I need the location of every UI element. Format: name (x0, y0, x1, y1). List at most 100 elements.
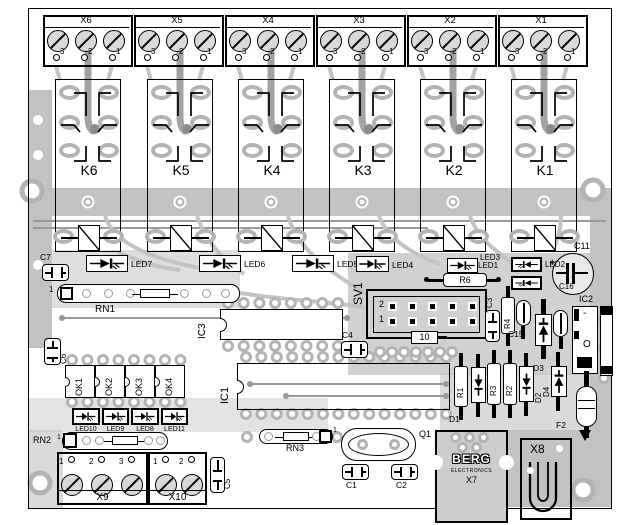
c16-lead (556, 272, 566, 274)
solder-pad (145, 229, 166, 244)
terminal-block-header: X5 (134, 15, 220, 28)
screw-terminal (320, 30, 342, 52)
edge-component (600, 306, 613, 376)
opto-ok2 (95, 365, 125, 398)
pin-number: 1 (298, 47, 303, 56)
pin-hole (536, 54, 543, 61)
pin-hole (445, 54, 452, 61)
rn1-pad (82, 289, 91, 298)
diode-d4 (551, 366, 567, 397)
led-symbol (199, 255, 241, 272)
pin-hole (235, 54, 242, 61)
label-divider (57, 490, 148, 491)
screw-terminal (194, 30, 216, 52)
sv1-pin (470, 304, 475, 309)
rn2-pin1-mark (63, 433, 77, 448)
terminal-block-x9 (57, 452, 148, 505)
solder-pad (515, 143, 536, 158)
sv1-inner-frame (373, 296, 480, 333)
solder-pad (424, 143, 445, 158)
d2-lead (524, 402, 528, 416)
screw-terminal (502, 30, 524, 52)
r6-lead (487, 279, 498, 282)
opto-ok1 (65, 365, 95, 398)
capacitor-c1 (342, 464, 369, 480)
pin-hole (188, 456, 195, 463)
diode-lead (541, 299, 546, 315)
resistor-r1 (454, 366, 468, 407)
cap-label-c6: C6 (59, 353, 68, 364)
terminal-block-x3 (316, 15, 406, 67)
pin-number: 2 (543, 47, 548, 56)
rn1-pad (221, 289, 230, 298)
pin-number: 1 (389, 47, 394, 56)
diode-mid (535, 314, 552, 346)
sv1-pin (430, 319, 435, 324)
ic-ic1 (237, 363, 450, 410)
pin-number: 1 (571, 47, 576, 56)
diode-mark (579, 430, 591, 441)
pin-hole (53, 54, 60, 61)
capacitor-c3 (485, 310, 500, 342)
pin-number: 2 (361, 47, 366, 56)
solder-pad (468, 229, 489, 244)
pin-number: 3 (242, 47, 247, 56)
terminal-block-header: X4 (225, 15, 311, 28)
led-label: LED8 (136, 426, 154, 433)
screw-terminal (530, 30, 552, 52)
solder-pad (509, 229, 530, 244)
led-label: LED7 (131, 259, 153, 269)
ic2-o-mark: O (583, 339, 591, 350)
pin-number: 2 (270, 47, 275, 56)
zener-diode (471, 367, 486, 403)
pin-number: 3 (119, 457, 124, 466)
terminal-block-x10 (148, 452, 207, 505)
resistor-r3 (487, 363, 501, 405)
opto-label: OK4 (164, 377, 174, 396)
x7-label: X7 (465, 475, 477, 485)
cap-label-c4: C4 (342, 330, 353, 340)
relay-label: K5 (172, 162, 190, 178)
led-label: LED4 (392, 260, 414, 270)
r4-label: R4 (503, 318, 512, 329)
led-symbol (447, 258, 478, 273)
screw-terminal (75, 30, 97, 52)
x7-brand: BERG (452, 452, 491, 466)
pin-hole (564, 54, 571, 61)
pin-number: 1 (116, 47, 121, 56)
diode-glyph (359, 259, 386, 270)
q1-oval (348, 433, 409, 456)
cap-label-c11: C11 (574, 241, 590, 251)
rn1-pin1-mark (60, 287, 73, 300)
sv1-pin (410, 319, 415, 324)
capacitor-c4 (341, 341, 368, 358)
cap-label-c7: C7 (40, 252, 51, 262)
ic3-notch (220, 317, 227, 332)
ic2-label: IC2 (579, 294, 594, 304)
opto-ok4 (155, 365, 185, 398)
x7-pad (478, 432, 489, 443)
sv1-pin (450, 319, 455, 324)
d4-label: D4 (542, 386, 551, 397)
relay-k6: K6 (53, 79, 124, 252)
terminal-block-x1 (498, 15, 588, 67)
r3-label: R3 (489, 385, 498, 396)
relay-label: K2 (445, 162, 463, 178)
pin-number: 3 (151, 47, 156, 56)
screw-terminal (285, 30, 307, 52)
rn2-pad (82, 436, 91, 445)
cap-label-c3: C3 (485, 297, 494, 308)
pin-number: 1 (59, 457, 64, 466)
led3-label: LED3 (480, 253, 501, 262)
pin-hole (128, 456, 135, 463)
zener-lead (476, 403, 480, 417)
rn1-pad (104, 289, 113, 298)
sv1-row2-label: 2 (379, 299, 385, 309)
screw-terminal (166, 30, 188, 52)
terminal-block-header: X2 (407, 15, 493, 28)
terminal-block-header: X6 (43, 15, 129, 28)
opto-label: OK3 (134, 377, 144, 396)
x8-dot (527, 467, 534, 474)
diode-d2 (519, 366, 534, 402)
led1-label: LED1 (478, 261, 499, 270)
